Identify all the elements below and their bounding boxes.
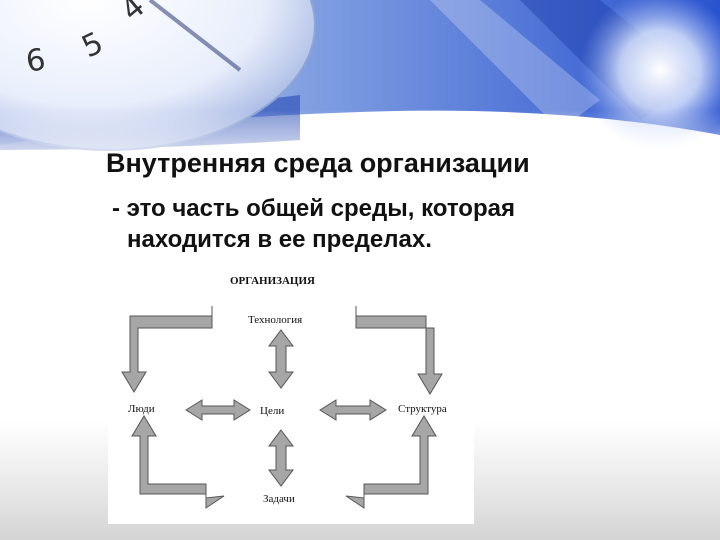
node-people: Люди <box>128 403 155 415</box>
slide-body-line-1: - это часть общей среды, которая <box>112 195 515 222</box>
corner-arrow-top-left <box>121 306 213 393</box>
slide-title: Внутренняя среда организации <box>106 148 530 178</box>
corner-arrow-bottom-left <box>131 415 225 509</box>
node-technology: Технология <box>248 314 302 326</box>
node-tasks: Задачи <box>263 493 295 505</box>
diagram-heading: ОРГАНИЗАЦИЯ <box>230 275 315 287</box>
double-arrow-goals-structure <box>319 399 387 421</box>
corner-arrow-bottom-right <box>345 415 437 509</box>
decorative-clock-banner: 6 5 4 <box>0 0 720 175</box>
double-arrow-technology-goals <box>268 329 294 389</box>
organization-diagram: ОРГАНИЗАЦИЯ Технология Люди Цели Структу… <box>108 262 474 524</box>
slide-body-line-2: находится в ее пределах. <box>127 226 432 253</box>
double-arrow-people-goals <box>185 399 251 421</box>
node-goals: Цели <box>260 405 284 417</box>
corner-arrow-top-right <box>355 306 443 395</box>
slide-body-text: - это часть общей среды, которая находит… <box>112 193 672 255</box>
node-structure: Структура <box>398 403 447 415</box>
diagram-canvas: ОРГАНИЗАЦИЯ Технология Люди Цели Структу… <box>121 275 447 509</box>
double-arrow-goals-tasks <box>268 429 294 487</box>
